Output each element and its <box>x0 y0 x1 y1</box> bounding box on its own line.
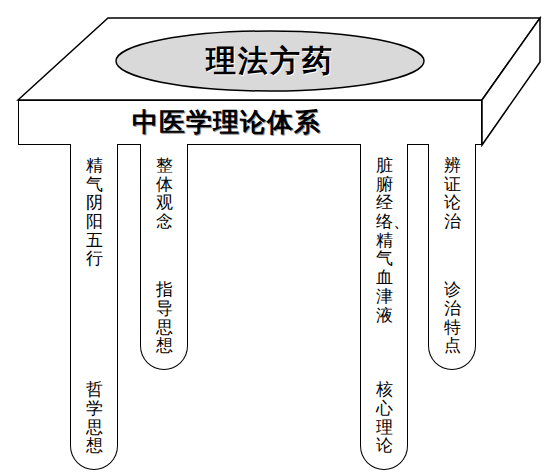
table-leg: 精气阴阳五行哲学思想 <box>70 144 118 470</box>
leg-label: 核心理论 <box>376 380 393 455</box>
leg-label: 哲学思想 <box>86 380 103 455</box>
table-leg: 整体观念指导思想 <box>140 144 188 370</box>
table-side <box>482 18 540 145</box>
table-top <box>18 18 540 100</box>
leg-label: 精气阴阳五行 <box>86 156 103 268</box>
table-leg: 脏腑经络、精气血津液核心理论 <box>360 144 408 470</box>
leg-label: 指导思想 <box>156 280 173 355</box>
node-label: 中医学理论体系 <box>132 105 321 140</box>
center-ellipse: 理法方药 <box>115 30 425 92</box>
leg-label: 辨证论治 <box>444 156 461 231</box>
table-leg: 辨证论治诊治特点 <box>428 144 476 370</box>
leg-label: 脏腑经络、精气血津液 <box>376 156 393 324</box>
leg-label: 诊治特点 <box>444 280 461 355</box>
node-label: 理法方药 <box>206 41 334 82</box>
leg-label: 整体观念 <box>156 156 173 231</box>
front-band: 中医学理论体系 <box>18 100 482 145</box>
